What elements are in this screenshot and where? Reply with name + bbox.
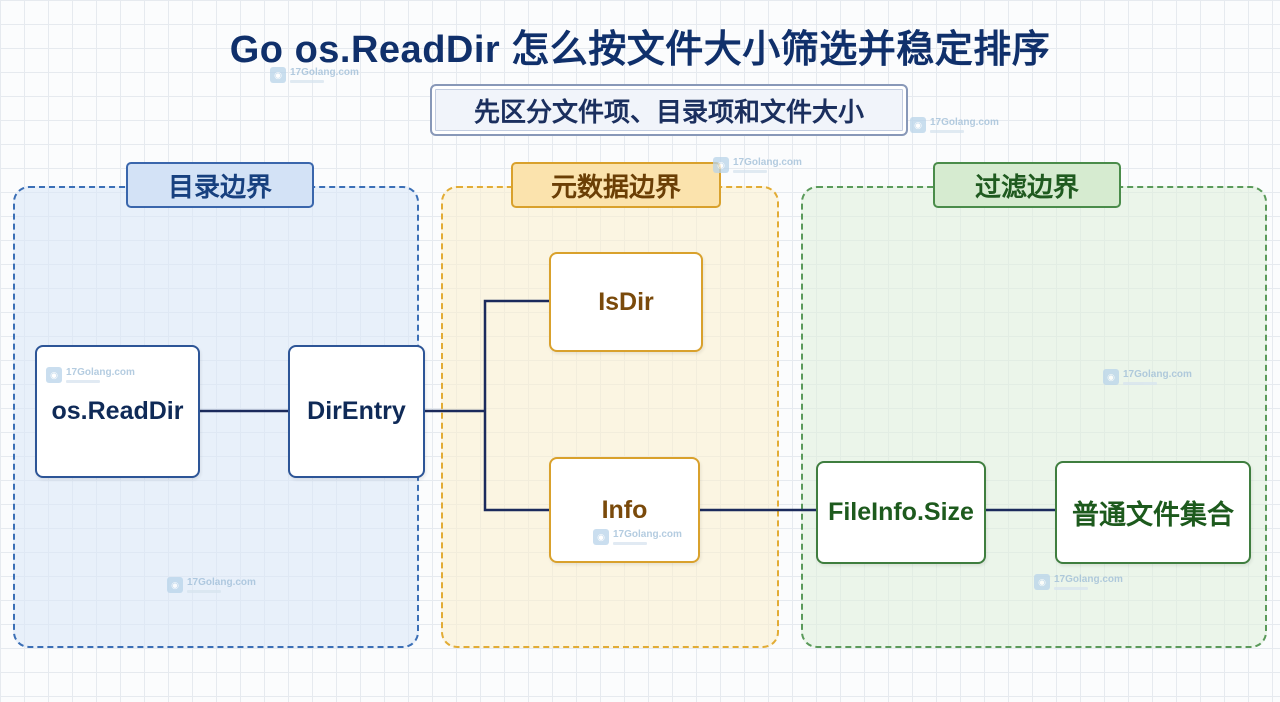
watermark: ◉ 17Golang.com	[1034, 574, 1123, 590]
node-regular-file-set: 普通文件集合	[1055, 461, 1251, 564]
watermark: ◉ 17Golang.com	[593, 529, 682, 545]
watermark: ◉ 17Golang.com	[167, 577, 256, 593]
node-isdir: IsDir	[549, 252, 703, 352]
watermark-logo-icon: ◉	[910, 117, 926, 133]
watermark: ◉ 17Golang.com	[1103, 369, 1192, 385]
watermark-logo-icon: ◉	[1034, 574, 1050, 590]
watermark-logo-icon: ◉	[593, 529, 609, 545]
node-os-readdir: os.ReadDir	[35, 345, 200, 478]
filter-boundary-region	[801, 186, 1267, 648]
watermark-text: 17Golang.com	[613, 528, 682, 540]
directory-boundary-label: 目录边界	[126, 162, 314, 208]
filter-boundary-label: 过滤边界	[933, 162, 1121, 208]
watermark: ◉ 17Golang.com	[270, 67, 359, 83]
watermark-logo-icon: ◉	[1103, 369, 1119, 385]
watermark: ◉ 17Golang.com	[713, 157, 802, 173]
node-info: Info	[549, 457, 700, 563]
watermark-text: 17Golang.com	[187, 576, 256, 588]
node-direntry: DirEntry	[288, 345, 425, 478]
watermark-text: 17Golang.com	[1054, 573, 1123, 585]
metadata-boundary-label: 元数据边界	[511, 162, 721, 208]
watermark-text: 17Golang.com	[290, 66, 359, 78]
diagram-subtitle: 先区分文件项、目录项和文件大小	[430, 84, 908, 136]
watermark-text: 17Golang.com	[733, 156, 802, 168]
watermark: ◉ 17Golang.com	[910, 117, 999, 133]
watermark-logo-icon: ◉	[270, 67, 286, 83]
watermark: ◉ 17Golang.com	[46, 367, 135, 383]
node-fileinfo-size: FileInfo.Size	[816, 461, 986, 564]
watermark-logo-icon: ◉	[46, 367, 62, 383]
watermark-text: 17Golang.com	[930, 116, 999, 128]
watermark-text: 17Golang.com	[1123, 368, 1192, 380]
watermark-text: 17Golang.com	[66, 366, 135, 378]
watermark-logo-icon: ◉	[713, 157, 729, 173]
diagram-title: Go os.ReadDir 怎么按文件大小筛选并稳定排序	[229, 29, 1051, 71]
watermark-logo-icon: ◉	[167, 577, 183, 593]
